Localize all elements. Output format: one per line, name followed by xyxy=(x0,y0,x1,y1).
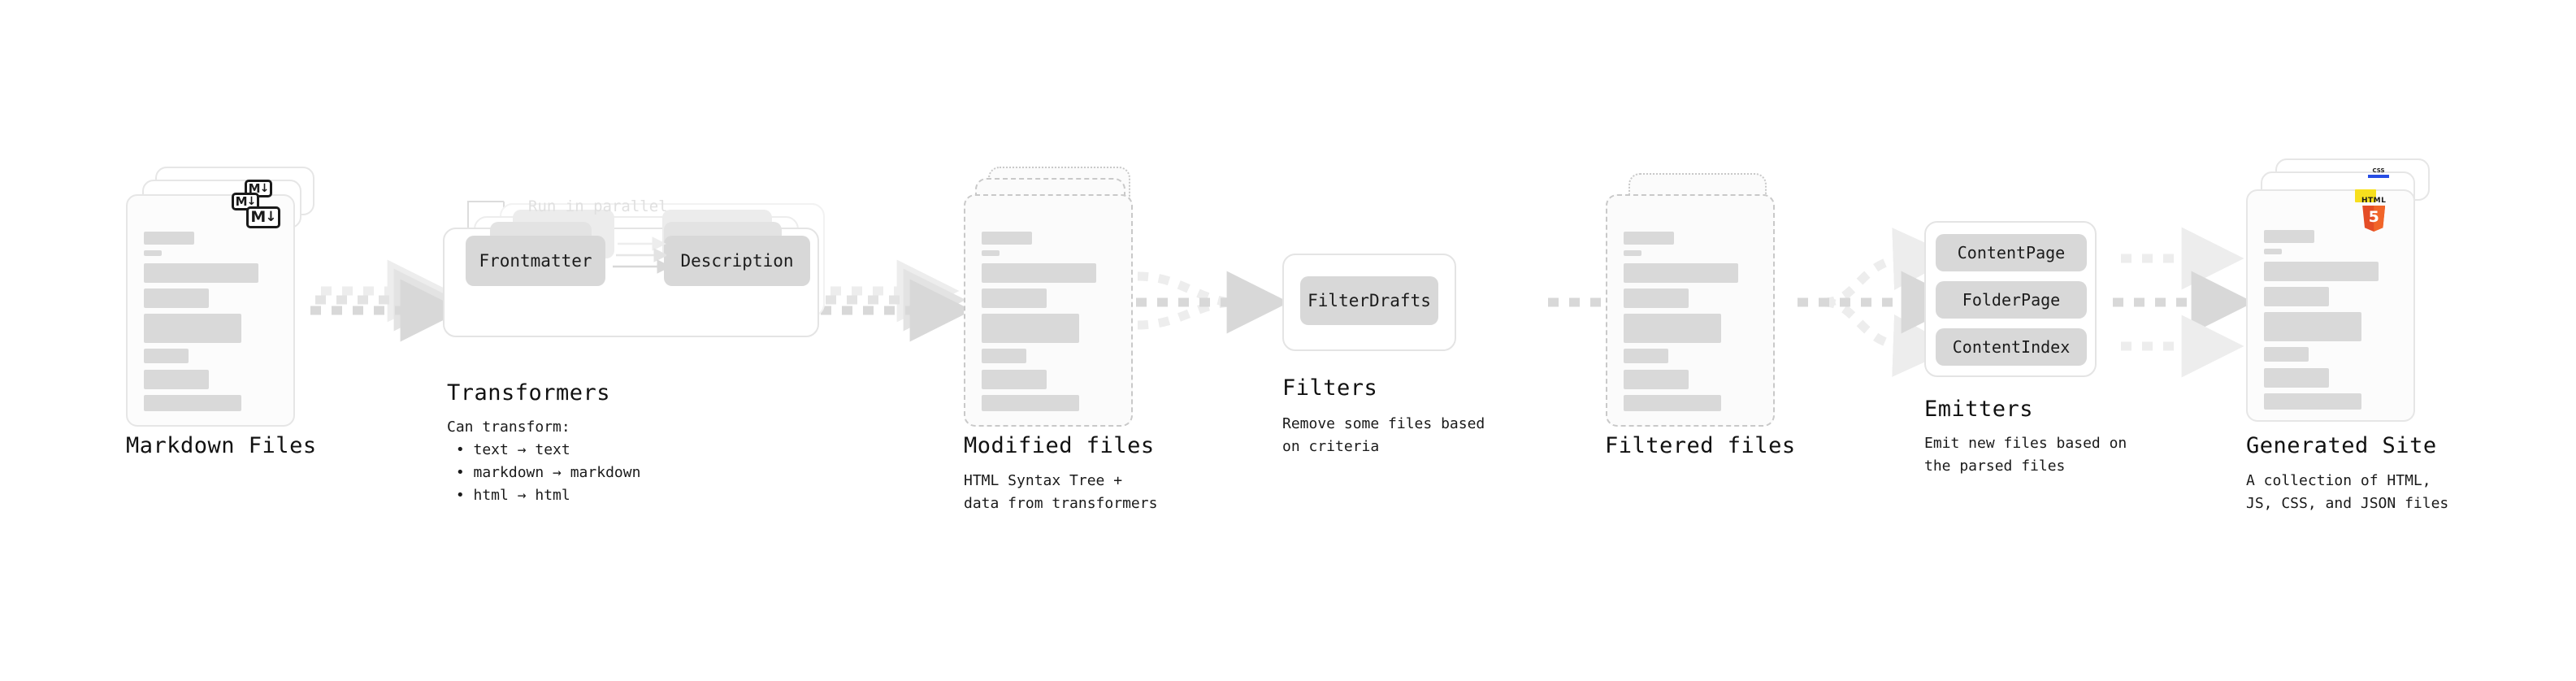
skeleton-bar xyxy=(982,349,1026,363)
stage-desc-generated-site: A collection of HTML, JS, CSS, and JSON … xyxy=(2246,472,2449,512)
stage-title-emitters: Emitters xyxy=(1924,397,2034,422)
skeleton-bar xyxy=(1624,314,1721,343)
skeleton-bar xyxy=(144,314,241,343)
stage-modified-files xyxy=(959,167,1154,427)
skeleton-bar xyxy=(144,349,189,363)
file-sheet-front xyxy=(1606,194,1775,427)
arrow-emitters-to-site xyxy=(2113,227,2254,378)
transformer-chip-frontmatter[interactable]: Frontmatter xyxy=(466,236,605,286)
skeleton-bar xyxy=(2264,262,2379,281)
html5-badge: HTML 5 xyxy=(2361,197,2386,232)
stage-title-generated-site: Generated Site xyxy=(2246,433,2437,458)
html5-badge-word: HTML xyxy=(2361,197,2387,205)
skeleton-bar xyxy=(144,370,209,389)
skeleton-bar xyxy=(982,263,1096,283)
skeleton-bar xyxy=(1624,370,1689,389)
stage-title-transformers: Transformers xyxy=(447,380,611,406)
skeleton-bar xyxy=(2264,230,2314,243)
markdown-badge-back-1: M↓ xyxy=(232,193,259,210)
css-badge: CSS xyxy=(2368,168,2389,178)
skeleton-bar xyxy=(1624,232,1674,245)
transformer-inner-arrows xyxy=(613,236,666,274)
stage-desc-filters: Remove some files based on criteria xyxy=(1282,415,1485,455)
skeleton-bar xyxy=(982,250,1000,256)
markdown-badge-arrow: ↓ xyxy=(265,209,276,225)
skeleton-bar xyxy=(1624,263,1738,283)
skeleton-bar xyxy=(982,288,1047,308)
stage-filtered-files xyxy=(1599,167,1794,427)
emitter-chip-contentpage[interactable]: ContentPage xyxy=(1936,234,2087,271)
transformer-chip-description[interactable]: Description xyxy=(664,236,810,286)
stage-desc-modified-files: HTML Syntax Tree + data from transformer… xyxy=(964,472,1158,512)
skeleton-bar xyxy=(2264,287,2329,306)
markdown-badge: M↓ xyxy=(246,206,280,228)
skeleton-bar xyxy=(2264,312,2361,341)
stage-filters: FilterDrafts xyxy=(1282,254,1461,351)
skeleton-bar xyxy=(2264,368,2329,388)
stage-generated-site: CSS HTML 5 xyxy=(2241,158,2444,427)
skeleton-bar xyxy=(982,314,1079,343)
skeleton-bar xyxy=(1624,250,1641,256)
stage-title-modified-files: Modified files xyxy=(964,433,1155,458)
skeleton-bar xyxy=(2264,393,2361,410)
skeleton-bar xyxy=(144,232,194,245)
stage-title-filters: Filters xyxy=(1282,375,1378,401)
stage-transformers: Frontmatter Description Frontmatter Desc… xyxy=(443,203,833,358)
stage-markdown-files: M↓ M↓ M↓ xyxy=(126,167,321,427)
modified-file-stack xyxy=(959,167,1154,427)
filter-chip-filterdrafts[interactable]: FilterDrafts xyxy=(1300,276,1438,325)
js-badge xyxy=(2355,189,2376,202)
file-sheet-front xyxy=(964,194,1133,427)
file-sheet-front xyxy=(126,194,295,427)
skeleton-bar xyxy=(1624,349,1668,363)
css-badge-label: CSS xyxy=(2372,167,2385,174)
stage-desc-emitters: Emit new files based on the parsed files xyxy=(1924,435,2127,475)
skeleton-bar xyxy=(1624,395,1721,411)
css-badge-bar xyxy=(2368,175,2389,178)
skeleton-bar xyxy=(144,288,209,308)
generated-site-file-stack: CSS HTML 5 xyxy=(2241,158,2444,427)
html5-badge-shield: 5 xyxy=(2362,206,2386,232)
html5-badge-number: 5 xyxy=(2368,208,2379,226)
emitter-chip-folderpage[interactable]: FolderPage xyxy=(1936,281,2087,319)
markdown-file-stack: M↓ M↓ M↓ xyxy=(126,167,321,427)
markdown-badge-letter: M xyxy=(250,208,266,226)
filtered-file-stack xyxy=(1599,167,1794,427)
run-in-parallel-label: Run in parallel xyxy=(528,197,668,215)
skeleton-bar xyxy=(144,395,241,411)
skeleton-bar xyxy=(982,370,1047,389)
skeleton-bar xyxy=(2264,347,2309,362)
skeleton-bar xyxy=(982,232,1032,245)
arrow-filtered-to-emitters xyxy=(1798,228,1964,377)
skeleton-bar xyxy=(144,263,258,283)
stage-title-markdown-files: Markdown Files xyxy=(126,433,317,458)
skeleton-bar xyxy=(982,395,1079,411)
arrow-md-to-transformers xyxy=(310,259,463,342)
arrow-transformers-to-modified xyxy=(821,259,973,342)
stage-desc-transformers: Can transform: • text → text • markdown … xyxy=(447,419,641,504)
emitter-chip-contentindex[interactable]: ContentIndex xyxy=(1936,328,2087,366)
skeleton-bar xyxy=(2264,249,2282,254)
stage-emitters: ContentPage FolderPage ContentIndex xyxy=(1924,221,2111,384)
skeleton-bar xyxy=(1624,288,1689,308)
skeleton-bar xyxy=(144,250,162,256)
stage-title-filtered-files: Filtered files xyxy=(1605,433,1796,458)
